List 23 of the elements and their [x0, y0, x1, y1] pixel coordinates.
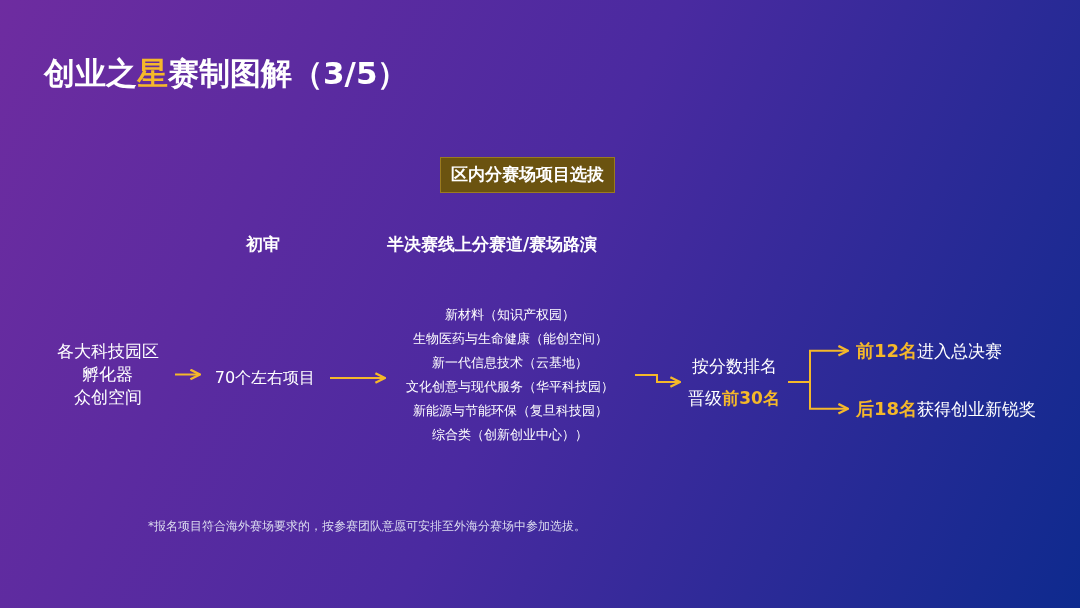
ranking-text: 按分数排名	[691, 355, 777, 378]
title: 创业之星赛制图解（3/5）	[44, 54, 409, 93]
source-list-text: 众创空间	[73, 386, 142, 409]
arrow	[787, 381, 850, 415]
result-text: 前12名进入总决赛	[856, 339, 1003, 363]
source-list-text: 孵化器	[82, 363, 133, 386]
stage-heading: 初审	[246, 233, 280, 256]
stage-heading: 半决赛线上分赛道/赛场路演	[387, 233, 598, 256]
step-text: 70个左右项目	[214, 367, 316, 389]
ranking-text: 晋级前30名	[688, 387, 780, 410]
track-item-text: 新能源与节能环保（复旦科技园）	[412, 402, 608, 420]
track-item-text: 新一代信息技术（云基地）	[432, 354, 588, 372]
track-item-text: 文化创意与现代服务（华平科技园）	[406, 378, 614, 396]
track-item-text: 综合类（创新创业中心））	[432, 426, 588, 444]
track-item-text: 新材料（知识产权园）	[445, 306, 575, 324]
section-banner: 区内分赛场项目选拔	[440, 157, 615, 193]
arrow	[634, 374, 682, 388]
footnote: *报名项目符合海外赛场要求的，按参赛团队意愿可安排至外海分赛场中参加选拔。	[148, 518, 586, 535]
arrow	[329, 372, 387, 384]
track-item-text: 生物医药与生命健康（能创空间）	[412, 330, 608, 348]
result-text: 后18名获得创业新锐奖	[856, 397, 1037, 421]
arrow	[174, 368, 202, 381]
source-list-text: 各大科技园区	[56, 340, 159, 363]
